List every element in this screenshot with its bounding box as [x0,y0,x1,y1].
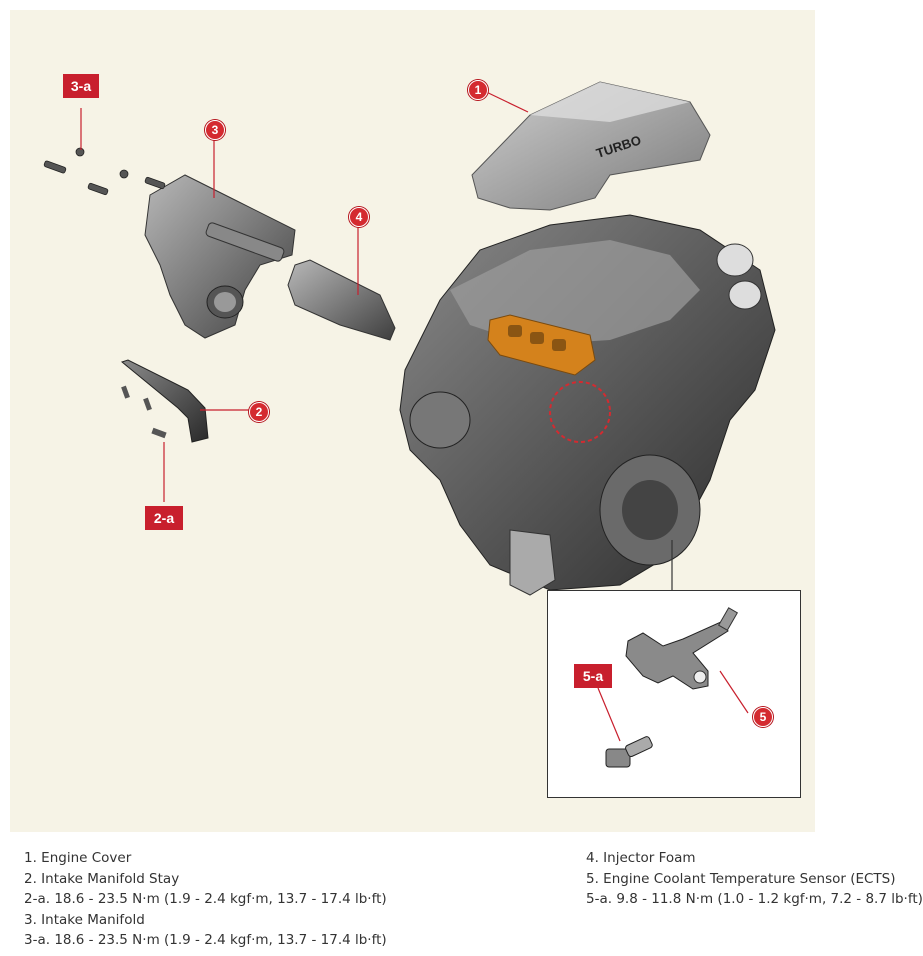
ects-sensor-part [625,607,739,690]
callout-2-number: 2 [249,402,269,422]
injector-foam-part [287,259,396,341]
diagram-artwork: TURBO [43,81,776,596]
manifold-bolts [43,147,166,196]
legend-item: 5-a. 9.8 - 11.8 N·m (1.0 - 1.2 kgf·m, 7.… [586,891,923,907]
callout-3-number: 3 [205,120,225,140]
exploded-diagram: TURBO [10,10,815,832]
legend-item: 2-a. 18.6 - 23.5 N·m (1.9 - 2.4 kgf·m, 1… [24,891,387,907]
callout-4-number: 4 [349,207,369,227]
intake-manifold-stay-part [120,359,209,443]
legend-right: 4. Injector Foam 5. Engine Coolant Tempe… [586,848,923,910]
engine-cover-part: TURBO [471,81,711,211]
callout-1-number: 1 [468,80,488,100]
legend-item: 1. Engine Cover [24,850,132,866]
legend-item: 2. Intake Manifold Stay [24,870,180,887]
legend-item: 5. Engine Coolant Temperature Sensor (EC… [586,870,896,887]
legend-item: 4. Injector Foam [586,850,696,866]
callout-5-number: 5 [753,707,773,727]
ects-bolt-part [605,736,653,768]
engine-assembly [399,214,776,596]
ects-location-circle [549,381,611,443]
legend-item: 3-a. 18.6 - 23.5 N·m (1.9 - 2.4 kgf·m, 1… [24,932,387,948]
callout-3a-tag: 3-a [63,74,99,98]
legend-left: 1. Engine Cover 2. Intake Manifold Stay … [24,848,387,951]
legend-item: 3. Intake Manifold [24,911,145,928]
intake-manifold-part [144,174,296,339]
ects-detail-inset [547,590,801,798]
ects-detail-artwork [597,607,749,768]
callout-2a-tag: 2-a [145,506,183,530]
callout-5a-tag: 5-a [574,664,612,688]
